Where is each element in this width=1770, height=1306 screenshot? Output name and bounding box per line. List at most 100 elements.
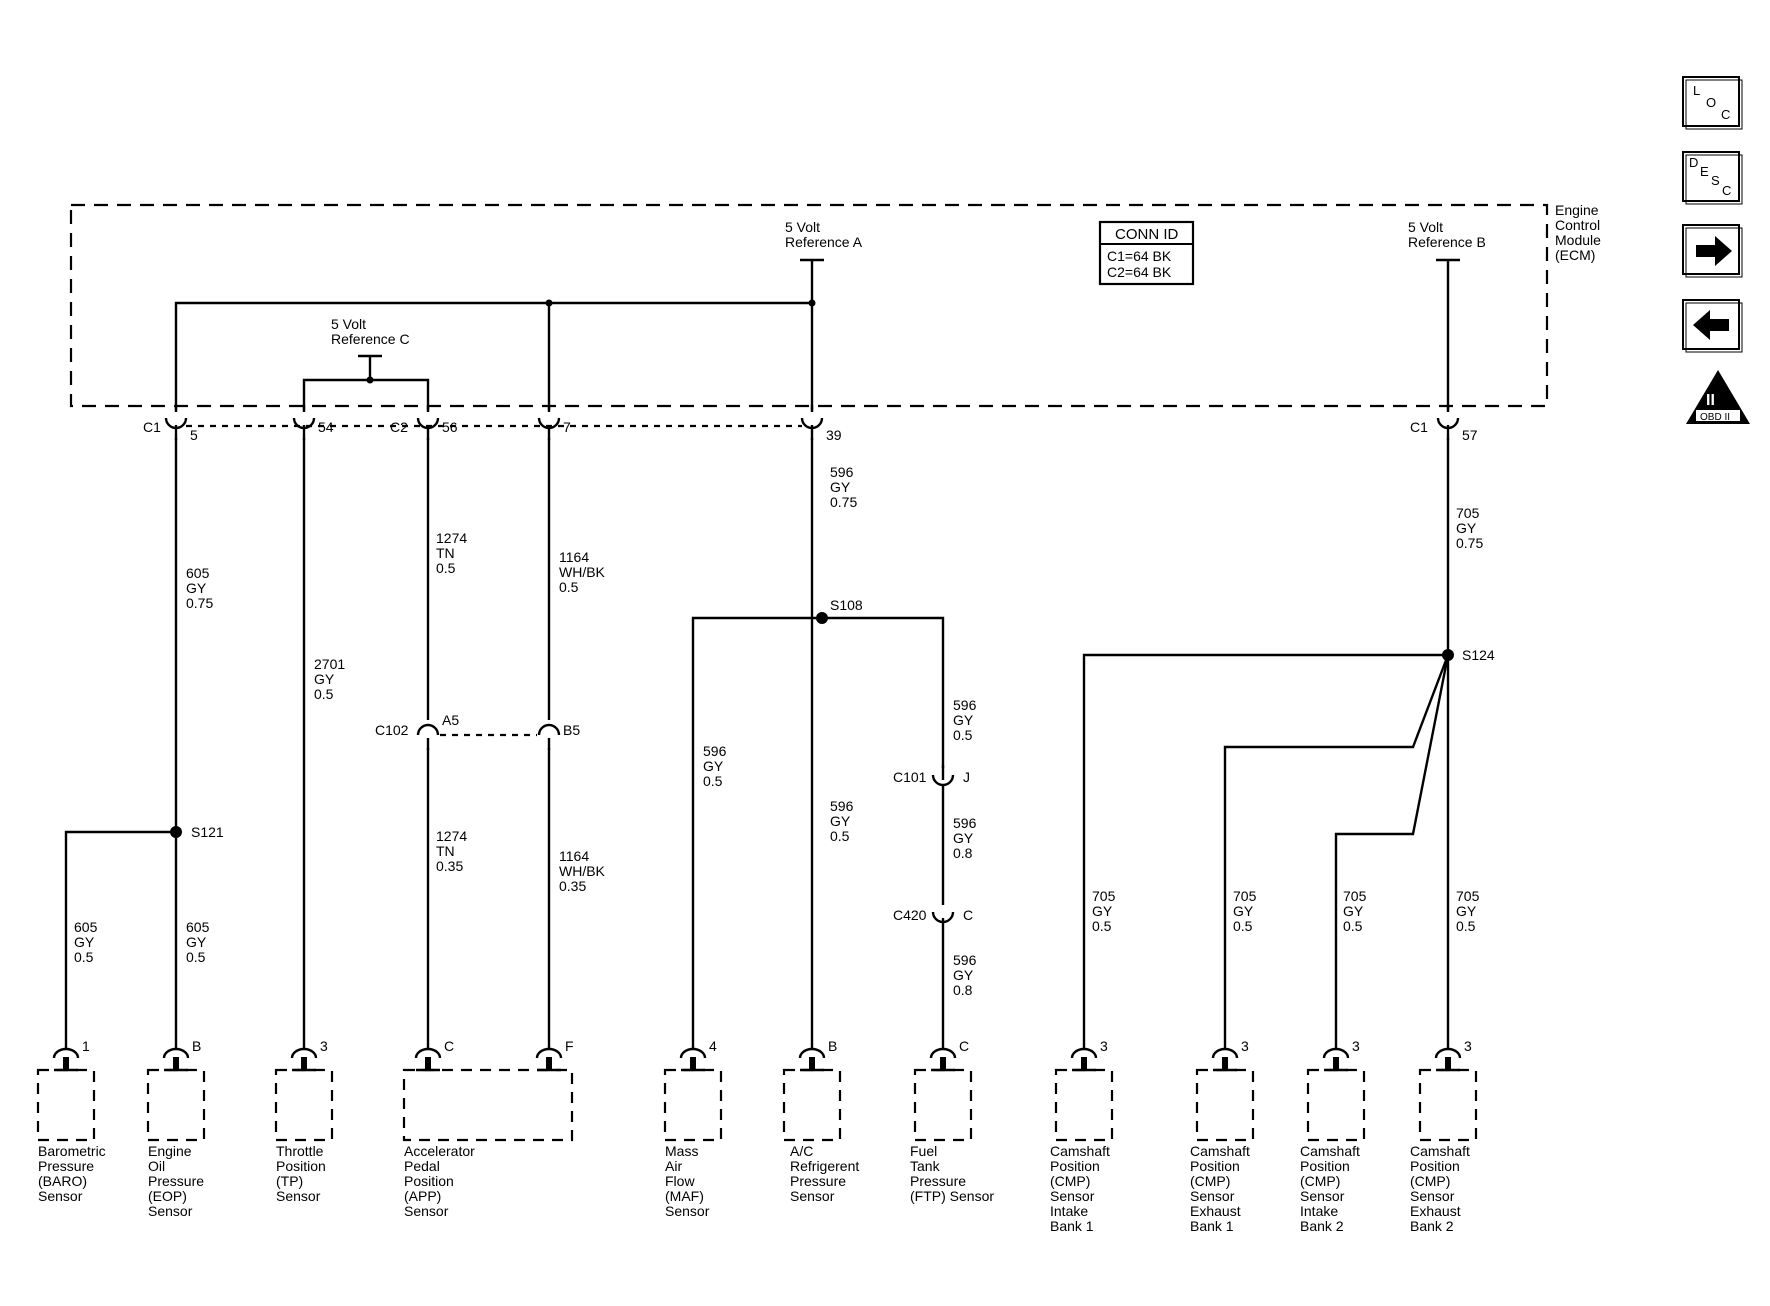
svg-text:3: 3 — [1352, 1038, 1360, 1054]
svg-text:C: C — [1721, 107, 1730, 122]
desc-button[interactable]: D E S C — [1682, 151, 1743, 205]
svg-text:57: 57 — [1462, 427, 1478, 443]
previous-arrow-icon — [1693, 310, 1729, 340]
svg-text:1: 1 — [82, 1038, 90, 1054]
svg-text:B5: B5 — [563, 722, 580, 738]
svg-text:A5: A5 — [442, 712, 459, 728]
svg-text:C420: C420 — [893, 907, 927, 923]
svg-text:C: C — [959, 1038, 969, 1054]
svg-text:B: B — [192, 1038, 201, 1054]
ecm-pin-3: 7 — [537, 405, 571, 440]
svg-text:3: 3 — [320, 1038, 328, 1054]
next-arrow-icon — [1696, 236, 1732, 266]
svg-text:C: C — [1722, 183, 1731, 198]
svg-text:S108: S108 — [830, 597, 863, 613]
svg-text:S: S — [1711, 173, 1720, 188]
splice-s124 — [1442, 649, 1454, 661]
svg-text:E: E — [1700, 164, 1709, 179]
svg-text:J: J — [963, 769, 970, 785]
conn-id-box: CONN ID C1=64 BK C2=64 BK — [1098, 220, 1195, 286]
svg-text:C: C — [444, 1038, 454, 1054]
svg-text:7: 7 — [563, 419, 571, 435]
obd-ii-button[interactable]: II OBD II — [1686, 370, 1750, 424]
svg-text:B: B — [828, 1038, 837, 1054]
ecm-label: Engine Control Module (ECM) — [1555, 202, 1605, 263]
svg-text:C2=64 BK: C2=64 BK — [1107, 264, 1172, 280]
next-arrow-button[interactable] — [1682, 224, 1743, 278]
svg-text:S124: S124 — [1462, 647, 1495, 663]
svg-text:3: 3 — [1241, 1038, 1249, 1054]
svg-text:56: 56 — [442, 419, 458, 435]
svg-text:C101: C101 — [893, 769, 927, 785]
svg-text:CONN ID: CONN ID — [1115, 226, 1179, 243]
svg-text:C1: C1 — [143, 419, 161, 435]
ref-a-bus — [174, 301, 812, 410]
svg-text:C2: C2 — [390, 419, 408, 435]
svg-text:OBD II: OBD II — [1700, 412, 1730, 423]
svg-text:3: 3 — [1100, 1038, 1108, 1054]
ecm-boundary — [69, 203, 1549, 408]
previous-arrow-button[interactable] — [1682, 299, 1743, 353]
ecm-pin-1: 54 — [292, 405, 334, 440]
svg-text:4: 4 — [709, 1038, 717, 1054]
connector-c420: C420 C — [893, 907, 973, 1048]
ecm-pin-2: C2 56 — [390, 405, 458, 440]
ecm-pin-4: 39 — [800, 405, 842, 443]
svg-text:C1: C1 — [1410, 419, 1428, 435]
svg-text:C102: C102 — [375, 722, 409, 738]
splice-s121 — [170, 826, 182, 838]
connector-c102: C102 A5 B5 — [375, 712, 580, 750]
svg-text:S121: S121 — [191, 824, 224, 840]
splice-s108 — [816, 612, 828, 624]
svg-text:F: F — [565, 1038, 574, 1054]
loc-button[interactable]: L O C — [1682, 76, 1743, 130]
svg-text:3: 3 — [1464, 1038, 1472, 1054]
connector-c101: C101 J — [893, 765, 970, 905]
svg-text:II: II — [1706, 392, 1715, 409]
ecm-pin-5: C1 57 — [1410, 405, 1478, 443]
svg-text:39: 39 — [826, 427, 842, 443]
